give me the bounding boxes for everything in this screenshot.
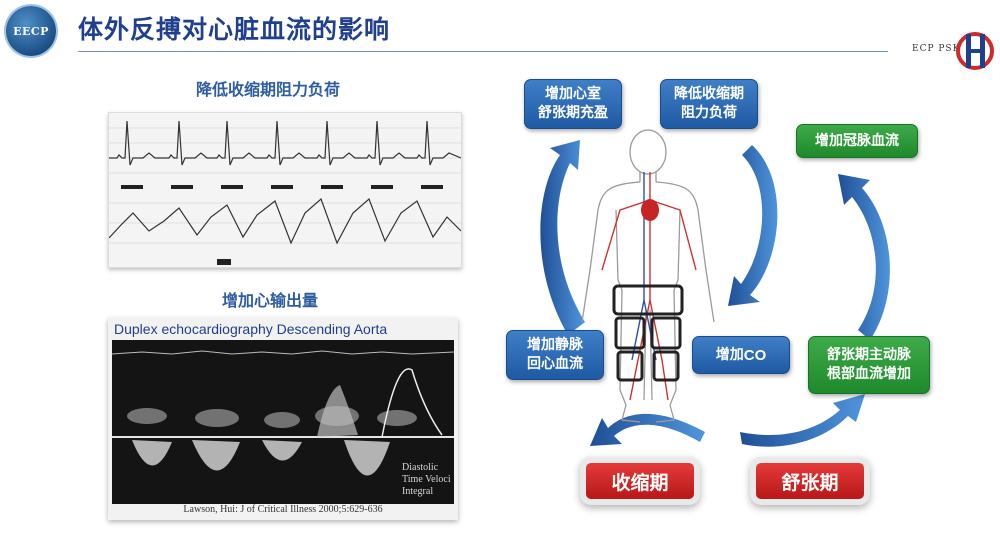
brand-text: ECP PSK	[912, 44, 961, 54]
arrow-bottom-left	[590, 413, 705, 446]
box-reduce-systolic-afterload: 降低收缩期 阻力负荷	[660, 79, 758, 129]
eecp-logo: EECP	[6, 6, 56, 56]
doppler-image: Diastolic Time Veloci Integral	[112, 340, 454, 504]
box-increase-ventricle-filling: 增加心室 舒张期充盈	[524, 79, 622, 129]
phase-diastole: 舒张期	[756, 463, 864, 499]
brand-logo-icon	[956, 32, 994, 70]
echo-section-label: 增加心输出量	[222, 291, 319, 310]
arrow-bottom-right	[740, 394, 865, 447]
box-increase-co-suffix: CO	[743, 346, 767, 364]
echo-reference: Lawson, Hui: J of Critical Illness 2000;…	[183, 504, 383, 515]
ecg-section-label: 降低收缩期阻力负荷	[196, 80, 341, 99]
circulation-diagram	[540, 129, 890, 447]
box-increase-venous-return: 增加静脉 回心血流	[506, 330, 604, 380]
arrow-down-middle	[728, 145, 778, 306]
echo-panel: Duplex echocardiography Descending Aorta…	[108, 318, 458, 520]
box-increase-aortic-root-flow: 舒张期主动脉 根部血流增加	[808, 336, 930, 394]
phase-systole: 收缩期	[586, 463, 694, 499]
human-body-figure	[581, 129, 715, 423]
title-divider	[78, 51, 888, 52]
echo-title: Duplex echocardiography Descending Aorta	[114, 321, 388, 337]
box-increase-coronary-flow: 增加冠脉血流	[796, 124, 918, 158]
box-increase-co-prefix: 增加	[715, 346, 744, 363]
arrow-up-right	[838, 174, 890, 340]
page-title: 体外反搏对心脏血流的影响	[78, 15, 391, 44]
echo-annotation: Diastolic Time Veloci Integral	[402, 462, 451, 497]
arrow-up-left	[540, 140, 585, 335]
ecg-tracing-image	[108, 112, 462, 268]
